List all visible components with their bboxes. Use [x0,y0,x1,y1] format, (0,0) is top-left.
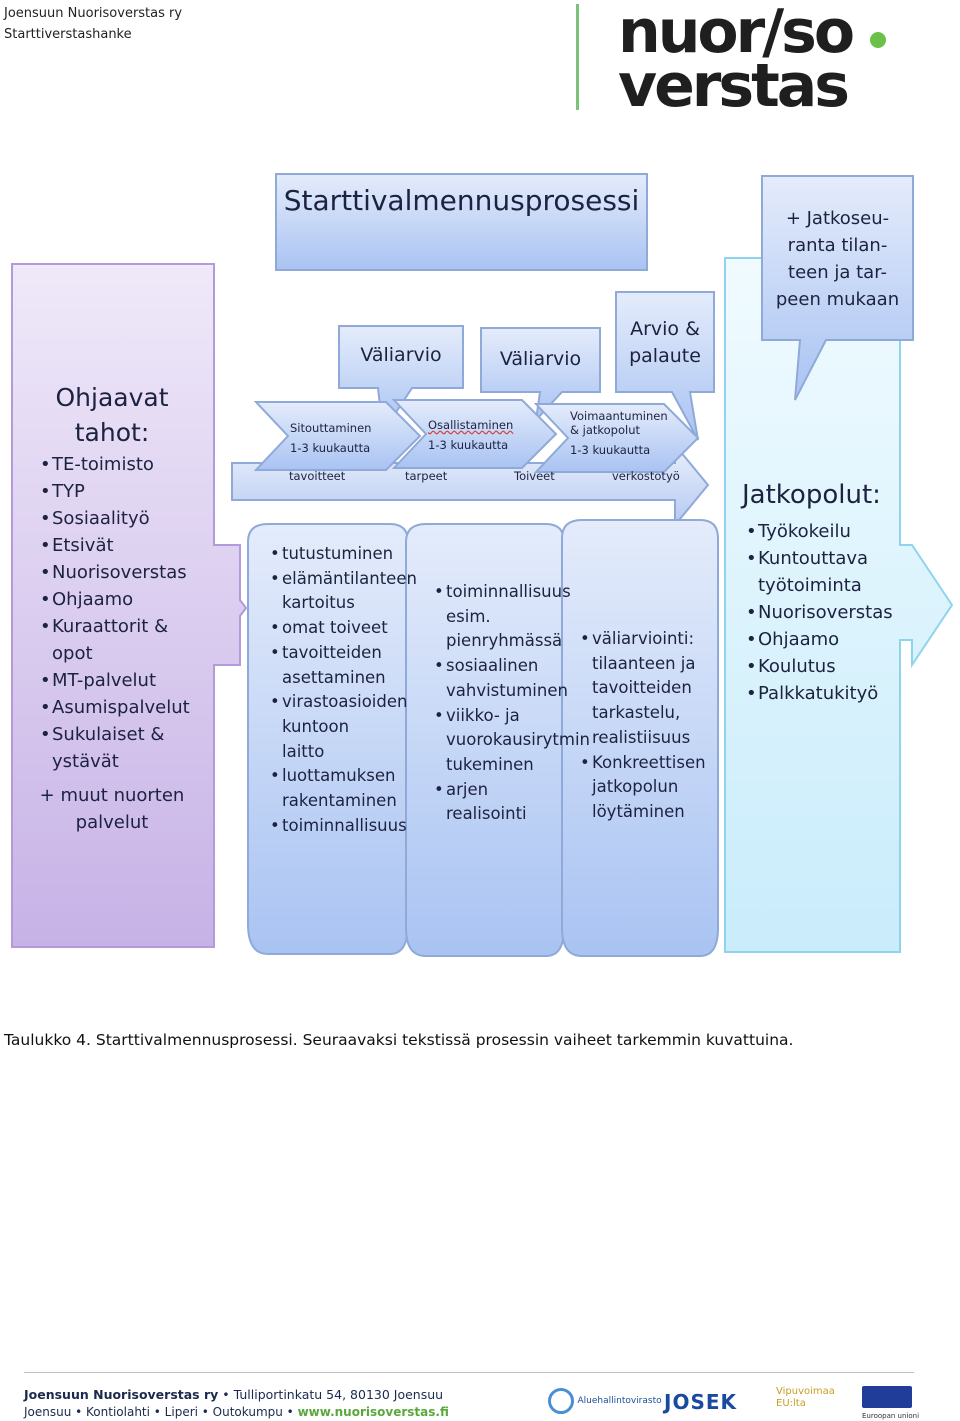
footer-org: Joensuun Nuorisoverstas ry [24,1387,219,1402]
figure-caption: Taulukko 4. Starttivalmennusprosessi. Se… [4,1031,794,1049]
logo-line1: nuor/so [618,2,853,67]
column-item: virastoasioiden kuntoon laitto [270,690,407,764]
phase-3-label: Voimaantuminen& jatkopolut 1-3 kuukautta [570,409,668,457]
phase-column-3-list: väliarviointi: tilaanteen ja tavoitteide… [580,627,712,825]
eu-flag-icon [862,1386,912,1408]
logo-eu: Euroopan unioni [862,1386,919,1421]
timeline-label-1: tavoitteet [289,469,346,483]
timeline-label-4: verkostotyö [612,469,680,483]
guide-item: TYP [40,478,208,505]
nuorisoverstas-logo: nuor/so verstas [618,2,886,112]
logo-dot-icon [870,32,886,48]
column-item: elämäntilanteen kartoitus [270,567,417,616]
path-item: Palkkatukityö [746,680,896,707]
column-item: toiminnallisuus [270,814,407,839]
process-diagram [11,173,954,957]
column-item: viikko- ja vuorokausirytmin tukeminen [434,704,590,778]
review2-label: Väliarvio [499,348,582,370]
avi-icon [548,1388,574,1414]
path-item: Ohjaamo [746,626,896,653]
path-item: Koulutus [746,653,896,680]
logo-aluehallintovirasto: Aluehallintovirasto [548,1388,662,1414]
guide-item: Sosiaalityö [40,505,208,532]
logo-vipuvoimaa: Vipuvoimaa EU:lta [776,1386,835,1409]
callout-followup [761,175,914,401]
followup-label: + Jatkoseu-ranta tilan- teen ja tar-peen… [775,208,900,310]
path-item: Työkokeilu [746,518,896,545]
timeline-label-2: tarpeet [405,469,448,483]
column-item: tavoitteiden asettaminen [270,641,394,690]
guide-item: Ohjaamo [40,586,208,613]
phase-column-1-list: tutustuminen elämäntilanteen kartoitus o… [270,542,417,839]
guide-item: Sukulaiset & ystävät [40,721,208,775]
header-org: Joensuun Nuorisoverstas ry [4,6,183,21]
column-item: sosiaalinen vahvistuminen [434,654,568,703]
guide-item: Etsivät [40,532,208,559]
paths-title: Jatkopolut: [742,480,881,510]
path-item: Nuorisoverstas [746,599,896,626]
logo-line2: verstas [618,51,847,112]
column-item: omat toiveet [270,616,394,641]
guide-item: TE-toimisto [40,451,208,478]
feedback-label: Arvio &palaute [629,318,701,367]
guide-item: Kuraattorit & opot [40,613,208,667]
timeline-label-3: Toiveet [514,469,555,483]
column-item: arjen realisointi [434,778,558,827]
paths-list: Työkokeilu Kuntouttava työtoiminta Nuori… [746,518,896,707]
column-item: väliarviointi: tilaanteen ja tavoitteide… [580,627,712,751]
footer-address: • Tulliportinkatu 54, 80130 Joensuu [222,1387,444,1402]
header-project: Starttiverstashanke [4,27,132,42]
phase-column-2-list: toiminnallisuus esim. pienryhmässä sosia… [434,580,590,827]
footer-towns: Joensuu • Kontiolahti • Liperi • Outokum… [24,1405,294,1419]
column-item: luottamuksen rakentaminen [270,764,397,813]
footer-towns-line: Joensuu • Kontiolahti • Liperi • Outokum… [24,1405,449,1419]
phase-chevron-2 [391,399,558,469]
callout-review1 [338,325,464,435]
guide-item: Nuorisoverstas [40,559,208,586]
callout-feedback [615,291,715,441]
review1-label: Väliarvio [360,344,442,366]
footer-url[interactable]: www.nuorisoverstas.fi [297,1405,449,1419]
guides-list: TE-toimisto TYP Sosiaalityö Etsivät Nuor… [40,451,208,775]
path-item: Kuntouttava työtoiminta [746,545,896,599]
column-item: tutustuminen [270,542,394,567]
process-title: Starttivalmennusprosessi [283,184,640,217]
phase-chevron-3 [533,403,700,473]
title-box [275,173,648,271]
footer-divider [24,1372,914,1373]
footer-address-line: Joensuun Nuorisoverstas ry • Tulliportin… [24,1387,443,1402]
guide-item: MT-palvelut [40,667,208,694]
phase-chevron-1 [253,401,422,471]
logo-josek: JOSEK [664,1390,738,1414]
column-item: Konkreettisen jatkopolun löytäminen [580,751,712,825]
guide-item: Asumispalvelut [40,694,208,721]
logo-divider [576,4,579,110]
column-item: toiminnallisuus esim. pienryhmässä [434,580,571,654]
